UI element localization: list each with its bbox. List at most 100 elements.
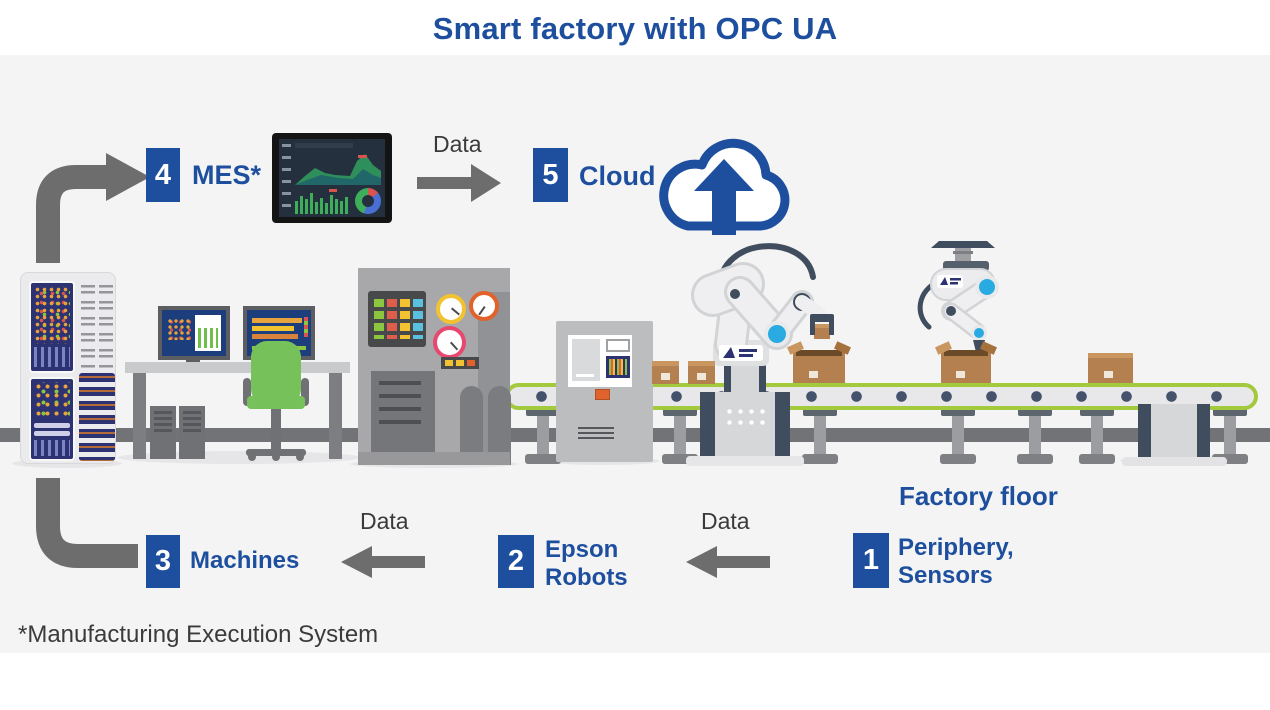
label-line: Epson: [545, 536, 619, 563]
arrow-head-left: [686, 546, 717, 578]
step-number: 2: [507, 545, 525, 577]
desk-leg: [133, 373, 146, 459]
step-label-periphery: Periphery, Sensors: [898, 534, 1014, 590]
hbar: [252, 318, 302, 323]
button-column: [374, 299, 384, 339]
cardboard-box: [688, 361, 715, 384]
step-badge-4: 4: [146, 148, 180, 202]
monitor-screen: [162, 310, 226, 356]
gauge-needle: [478, 306, 486, 316]
button-column: [413, 299, 423, 339]
indicator-light: [467, 360, 475, 366]
bar-chart: [198, 328, 218, 348]
monitor-stand: [186, 358, 200, 365]
hmi-display: [606, 339, 630, 352]
arrow-mes-to-cloud: [417, 177, 473, 189]
indicator-light: [456, 360, 464, 366]
step-badge-1: 1: [853, 533, 889, 588]
conveyor-leg: [662, 407, 698, 464]
server-bar: [34, 431, 70, 436]
label-line: Sensors: [898, 562, 993, 589]
support-body: [1151, 404, 1197, 462]
machine-control-panel: [368, 291, 426, 347]
support-column: [1197, 404, 1210, 462]
step-badge-2: 2: [498, 535, 534, 588]
page-title: Smart factory with OPC UA: [432, 11, 838, 46]
indicator-column: [304, 317, 308, 337]
step-label-epson-robots: Epson Robots: [545, 536, 628, 592]
vent-lines: [379, 381, 421, 425]
conveyor-leg: [1212, 407, 1248, 464]
pressure-gauge: [433, 326, 466, 359]
elbow-connector-rack-to-machines: [36, 478, 138, 568]
arrow-head-left: [341, 546, 372, 578]
step-number: 1: [862, 544, 880, 576]
chair-arm: [243, 378, 251, 406]
hbar: [252, 326, 294, 331]
conveyor-leg: [1079, 407, 1115, 464]
barcode-bars: [609, 359, 627, 375]
label-line: Periphery,: [898, 534, 1014, 561]
data-label-top: Data: [433, 131, 482, 157]
data-label-bottom: Data: [360, 508, 409, 534]
arrow-head-right: [471, 164, 501, 202]
step-number: 3: [154, 545, 172, 577]
hmi-screen: [572, 339, 600, 381]
led-dots: [34, 286, 70, 344]
machine-pipe: [488, 386, 511, 465]
desk-leg: [329, 373, 342, 459]
label-line: Robots: [545, 564, 628, 591]
support-column: [1138, 404, 1151, 462]
server-rack: [20, 272, 116, 464]
conveyor-leg: [940, 407, 976, 464]
robot-arm-articulated: [691, 243, 834, 366]
screen-chart-panel: [195, 315, 221, 351]
control-cabinet: [556, 321, 653, 462]
dashboard-screen: [279, 139, 385, 217]
hbar: [252, 334, 298, 339]
button-column: [400, 299, 410, 339]
conveyor-leg: [525, 407, 561, 464]
data-label-mid: Data: [701, 508, 750, 534]
bar-chart: [295, 189, 348, 214]
step-label-machines: Machines: [190, 547, 300, 574]
step-badge-5: 5: [533, 148, 568, 202]
pressure-gauge: [469, 291, 499, 321]
chair-post: [271, 409, 281, 451]
donut-chart: [355, 188, 381, 214]
server-slats: [34, 440, 70, 456]
desk-top: [125, 362, 350, 373]
server-led-panel: [29, 281, 75, 373]
conveyor-leg: [802, 407, 838, 464]
cabinet-button: [595, 389, 610, 400]
footnote: *Manufacturing Execution System: [18, 621, 379, 648]
step-label-cloud: Cloud: [579, 161, 656, 191]
screen-line: [576, 374, 594, 377]
robot-base-plate: [686, 456, 804, 466]
screen-dot-grid: [167, 318, 191, 340]
chair-wheel: [296, 453, 304, 461]
pc-tower: [179, 406, 205, 459]
workstation-monitor-left: [158, 306, 230, 360]
cloud-upload-icon: [659, 138, 790, 235]
office-chair-back: [251, 341, 301, 405]
gauge-needle: [451, 307, 460, 316]
machine-base: [358, 452, 510, 465]
robot-arm-hanging: [917, 241, 999, 352]
cabinet-hmi-panel: [568, 335, 632, 387]
pressure-gauge: [436, 294, 466, 324]
server-slats: [34, 347, 70, 367]
mes-dashboard-monitor: [272, 133, 392, 223]
support-base-plate: [1122, 457, 1227, 466]
conveyor-leg: [1017, 407, 1053, 464]
robot-pedestal-neck: [724, 364, 766, 394]
button-column: [387, 299, 397, 339]
rack-vents: [81, 285, 113, 369]
server-bar: [34, 423, 70, 428]
indicator-light: [445, 360, 453, 366]
arrow-robots-to-machines: [370, 556, 425, 568]
dashboard-topbar: [295, 143, 353, 148]
pedestal-dots: [724, 406, 768, 430]
robot-pedestal-column: [700, 392, 715, 462]
server-units: [79, 373, 115, 461]
